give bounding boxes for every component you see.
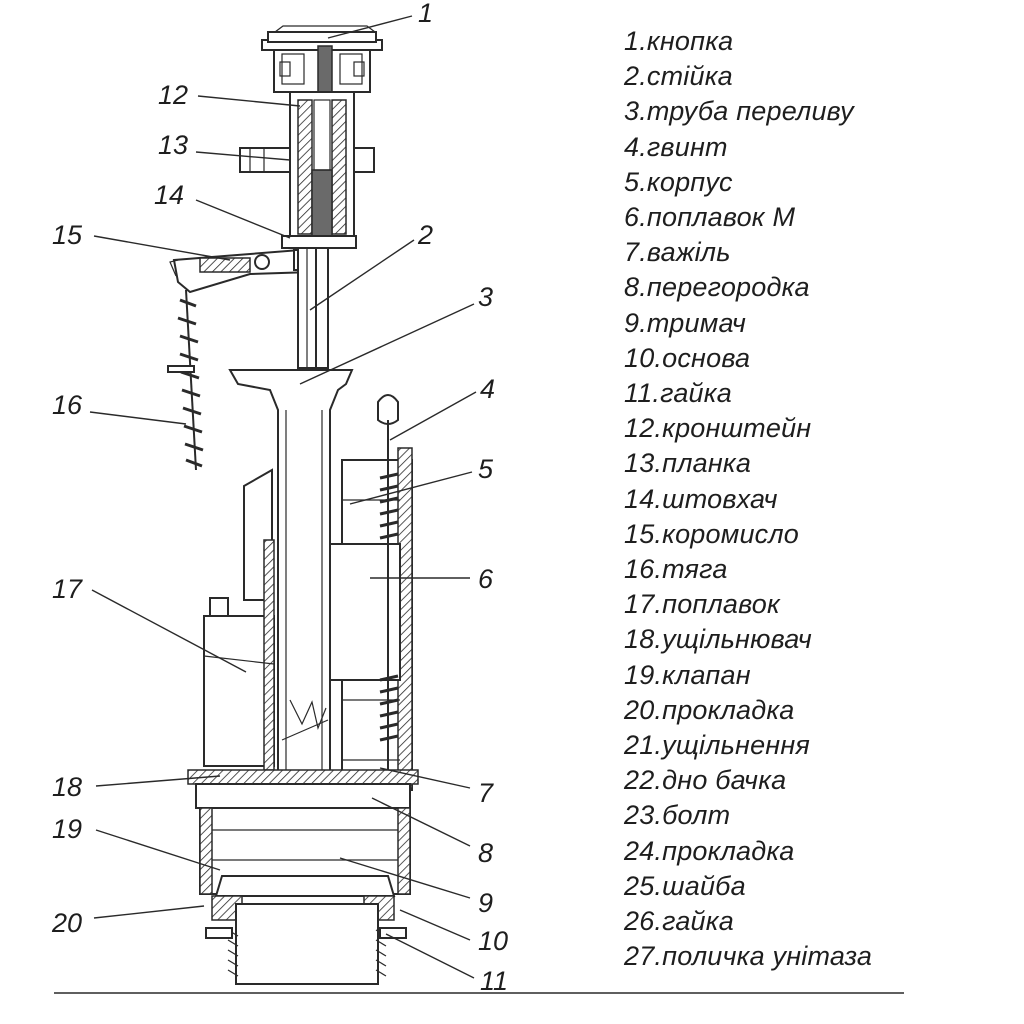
legend-item: 26.гайка xyxy=(624,906,734,937)
callout-7: 7 xyxy=(478,778,494,808)
rocker-arm-drawing xyxy=(169,248,313,294)
legend-item: 23.болт xyxy=(624,800,731,831)
stand-drawing xyxy=(297,247,329,369)
callout-1: 1 xyxy=(418,0,433,28)
legend-item: 15.коромисло xyxy=(624,518,799,549)
legend-item: 17.поплавок xyxy=(624,589,780,620)
legend-item: 27.поличка унітаза xyxy=(624,941,873,972)
callout-4: 4 xyxy=(480,374,495,404)
legend-item: 21.ущільнення xyxy=(624,730,811,761)
callout-5: 5 xyxy=(478,454,494,484)
callout-11: 11 xyxy=(480,966,508,996)
callout-16: 16 xyxy=(52,390,83,420)
housing-drawing xyxy=(329,447,413,791)
callout-18: 18 xyxy=(52,772,82,802)
upper-column-drawing xyxy=(239,91,375,249)
callout-numbers: 1 2 3 4 5 6 7 8 9 10 11 12 13 14 15 16 1… xyxy=(51,0,508,996)
base-assembly-drawing xyxy=(187,769,419,985)
legend-item: 25.шайба xyxy=(624,870,746,901)
legend-item: 3.труба переливу xyxy=(624,96,854,127)
legend-item: 6.поплавок М xyxy=(624,202,796,233)
callout-10: 10 xyxy=(478,926,508,956)
float-drawing xyxy=(203,468,275,771)
legend-item: 9.тримач xyxy=(624,307,747,338)
legend-item: 16.тяга xyxy=(624,554,728,585)
callout-17: 17 xyxy=(52,574,83,604)
callout-12: 12 xyxy=(158,80,188,110)
legend-item: 14.штовхач xyxy=(624,483,778,514)
push-button-drawing xyxy=(261,25,383,93)
parts-legend: 1.кнопка 2.стійка 3.труба переливу 4.гви… xyxy=(624,24,1024,974)
callout-15: 15 xyxy=(52,220,83,250)
callout-13: 13 xyxy=(158,130,188,160)
screw-drawing xyxy=(377,394,399,770)
legend-item: 18.ущільнювач xyxy=(624,624,812,655)
callout-2: 2 xyxy=(417,220,433,250)
callout-14: 14 xyxy=(154,180,184,210)
callout-9: 9 xyxy=(478,888,493,918)
legend-item: 10.основа xyxy=(624,342,751,373)
legend-item: 12.кронштейн xyxy=(624,413,812,444)
legend-item: 19.клапан xyxy=(624,659,751,690)
legend-item: 2.стійка xyxy=(624,61,733,92)
callout-3: 3 xyxy=(478,282,493,312)
legend-item: 24.прокладка xyxy=(624,835,795,866)
legend-item: 7.важіль xyxy=(624,237,731,268)
callout-19: 19 xyxy=(52,814,82,844)
legend-item: 20.прокладка xyxy=(624,694,795,725)
legend-item: 22.дно бачка xyxy=(624,765,787,796)
callout-20: 20 xyxy=(51,908,82,938)
legend-item: 13.планка xyxy=(624,448,752,479)
legend-item: 1.кнопка xyxy=(624,26,734,56)
callout-6: 6 xyxy=(478,564,494,594)
legend-item: 4.гвинт xyxy=(624,131,728,162)
callout-8: 8 xyxy=(478,838,493,868)
leader-lines xyxy=(89,15,477,979)
legend-item: 11.гайка xyxy=(624,378,732,409)
legend-item: 8.перегородка xyxy=(624,272,810,303)
pull-rod-drawing xyxy=(167,289,204,471)
legend-item: 5.корпус xyxy=(624,166,733,197)
